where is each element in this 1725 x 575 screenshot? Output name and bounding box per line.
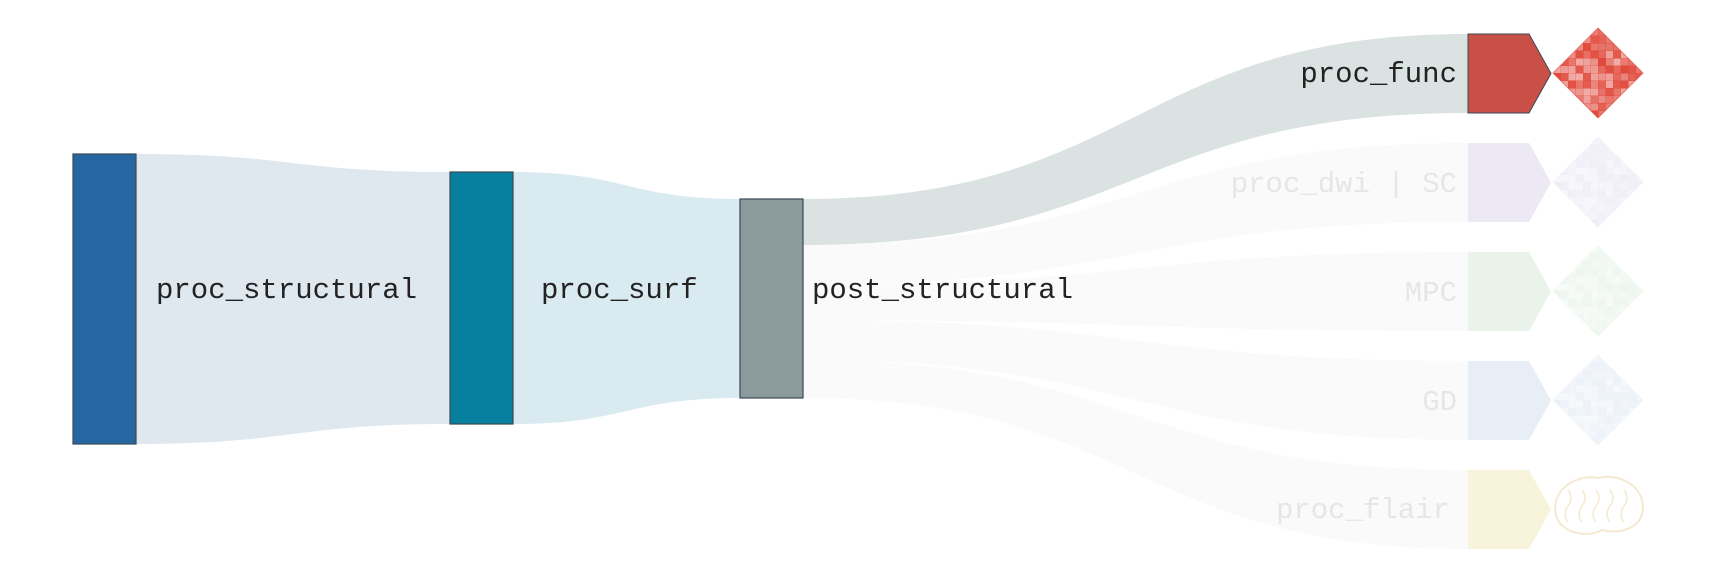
node-label-proc_structural: proc_structural (156, 274, 417, 307)
link-proc_surf-to-post_structural (513, 172, 740, 424)
node-proc_surf[interactable] (449, 171, 514, 425)
diamond-connectivity-matrix-icon (1552, 136, 1644, 228)
node-proc_flair[interactable] (1468, 470, 1551, 549)
node-label-proc_surf: proc_surf (541, 274, 698, 307)
icons-layer (1552, 27, 1644, 535)
link-post_structural-to-proc_flair (803, 360, 1468, 549)
link-post_structural-to-proc_dwi_sc (803, 143, 1468, 285)
node-proc_structural[interactable] (72, 153, 137, 445)
node-label-proc_func: proc_func (1300, 58, 1457, 91)
diamond-connectivity-matrix-icon (1552, 27, 1644, 119)
link-post_structural-to-proc_func (803, 34, 1468, 245)
link-proc_structural-to-proc_surf (136, 154, 450, 444)
link-post_structural-to-gd (803, 320, 1468, 440)
nodes-layer (72, 33, 1552, 549)
node-label-post_structural: post_structural (812, 274, 1073, 307)
node-mpc[interactable] (1468, 252, 1551, 331)
node-label-mpc: MPC (1405, 277, 1457, 310)
node-label-gd: GD (1422, 386, 1457, 419)
node-label-proc_dwi_sc: proc_dwi | SC (1231, 168, 1457, 201)
node-proc_func[interactable] (1467, 33, 1552, 114)
node-label-proc_flair: proc_flair (1276, 494, 1450, 527)
diamond-connectivity-matrix-icon (1552, 245, 1644, 337)
node-gd[interactable] (1468, 361, 1551, 440)
node-post_structural[interactable] (739, 198, 804, 399)
brain-icon (1554, 475, 1644, 535)
link-post_structural-to-mpc (803, 252, 1468, 331)
node-proc_dwi_sc[interactable] (1468, 143, 1551, 222)
diamond-connectivity-matrix-icon (1552, 354, 1644, 446)
links-layer (136, 34, 1468, 549)
